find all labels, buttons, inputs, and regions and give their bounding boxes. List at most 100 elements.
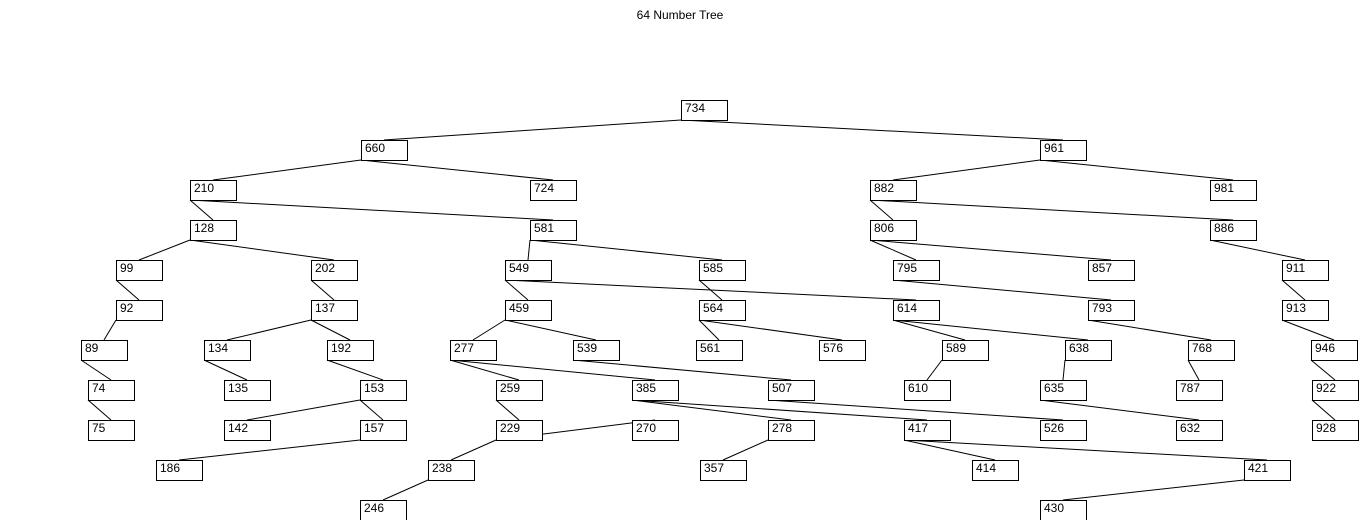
edge-961-981: [1039, 159, 1234, 181]
node-label: 806: [874, 221, 894, 235]
edge-421-430: [1062, 479, 1245, 501]
node-box: [1176, 380, 1223, 401]
node-label: 186: [160, 461, 180, 475]
edge-564-576: [698, 319, 843, 341]
edge-539-507: [572, 359, 792, 381]
tree-node: 142: [224, 420, 271, 441]
tree-node: 277: [450, 340, 497, 361]
node-label: 913: [1286, 301, 1306, 315]
node-box: [1188, 340, 1235, 361]
node-label: 128: [194, 221, 214, 235]
edge-259-229: [495, 399, 520, 421]
edge-913-946: [1281, 319, 1335, 341]
node-label: 142: [228, 421, 248, 435]
tree-node: 576: [819, 340, 866, 361]
node-box: [88, 420, 135, 441]
edge-549-459: [504, 279, 529, 301]
edge-229-238: [450, 439, 497, 461]
tree-node: 946: [1311, 340, 1358, 361]
node-box: [1244, 460, 1291, 481]
edge-238-246: [382, 479, 429, 501]
tree-node: 795: [893, 260, 940, 281]
tree-node: 589: [942, 340, 989, 361]
edge-961-882: [892, 159, 1041, 181]
node-box: [1312, 420, 1359, 441]
edge-585-564: [698, 279, 723, 301]
tree-node: 75: [88, 420, 135, 441]
node-box: [573, 340, 620, 361]
node-label: 459: [509, 301, 529, 315]
edge-806-857: [869, 239, 1112, 261]
node-label: 660: [365, 141, 385, 155]
node-label: 882: [874, 181, 894, 195]
tree-node: 632: [1176, 420, 1223, 441]
tree-node: 787: [1176, 380, 1223, 401]
node-box: [1176, 420, 1223, 441]
node-box: [1312, 380, 1359, 401]
node-label: 638: [1069, 341, 1089, 355]
node-label: 610: [908, 381, 928, 395]
node-box: [530, 180, 577, 201]
tree-node: 385: [632, 380, 679, 401]
node-label: 157: [364, 421, 384, 435]
node-box: [1210, 220, 1257, 241]
node-box: [1040, 380, 1087, 401]
tree-node: 913: [1282, 300, 1329, 321]
edge-278-357: [722, 439, 769, 461]
node-label: 585: [703, 261, 723, 275]
edge-192-153: [326, 359, 384, 381]
node-label: 278: [772, 421, 792, 435]
edge-417-421: [903, 439, 1268, 461]
edge-589-610: [926, 359, 943, 381]
tree-node: 561: [696, 340, 743, 361]
node-box: [116, 300, 163, 321]
node-label: 202: [315, 261, 335, 275]
node-box: [893, 260, 940, 281]
tree-node: 135: [224, 380, 271, 401]
edge-89-74: [80, 359, 112, 381]
tree-node: 259: [496, 380, 543, 401]
node-label: 74: [92, 381, 106, 395]
node-box: [904, 420, 951, 441]
tree-node: 886: [1210, 220, 1257, 241]
node-box: [360, 500, 407, 520]
node-box: [450, 340, 497, 361]
edge-886-911: [1209, 239, 1306, 261]
node-box: [632, 420, 679, 441]
node-box: [428, 460, 475, 481]
node-box: [870, 220, 917, 241]
edge-128-99: [138, 239, 191, 261]
tree-node: 928: [1312, 420, 1359, 441]
node-label: 246: [364, 501, 384, 515]
edge-638-635: [1062, 359, 1066, 381]
edge-922-928: [1311, 399, 1336, 421]
tree-node: 186: [156, 460, 203, 481]
edge-793-768: [1087, 319, 1212, 341]
tree-node: 911: [1282, 260, 1329, 281]
node-label: 589: [946, 341, 966, 355]
node-box: [496, 380, 543, 401]
node-box: [1088, 300, 1135, 321]
tree-node: 635: [1040, 380, 1087, 401]
tree-node: 430: [1040, 500, 1087, 520]
node-label: 857: [1092, 261, 1112, 275]
node-label: 417: [908, 421, 928, 435]
tree-node: 549: [505, 260, 552, 281]
edge-157-186: [178, 439, 361, 461]
tree-node: 922: [1312, 380, 1359, 401]
tree-node: 507: [768, 380, 815, 401]
tree-node: 806: [870, 220, 917, 241]
node-label: 946: [1315, 341, 1335, 355]
edge-153-142: [246, 399, 361, 421]
edge-507-526: [767, 399, 1064, 421]
node-label: 89: [85, 341, 99, 355]
tree-node: 270: [632, 420, 679, 441]
node-label: 561: [700, 341, 720, 355]
node-box: [204, 340, 251, 361]
node-label: 549: [509, 261, 529, 275]
node-box: [224, 380, 271, 401]
node-label: 357: [704, 461, 724, 475]
tree-node: 278: [768, 420, 815, 441]
edge-882-806: [869, 199, 894, 221]
node-label: 539: [577, 341, 597, 355]
